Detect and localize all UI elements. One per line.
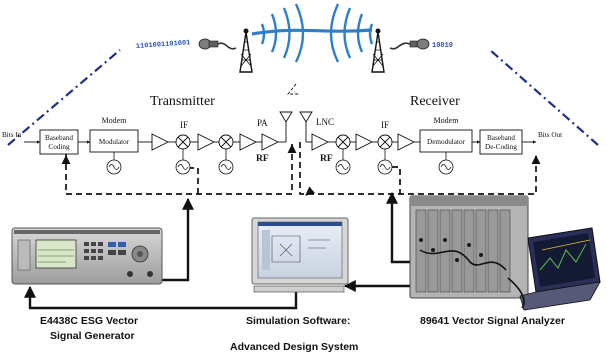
keyboard [253,285,345,293]
rx-dashed-to-oscillator [392,166,401,194]
rx-mixer-2 [377,134,393,150]
tx-dashdot-line [7,49,121,146]
tx-dashed-frame [65,142,293,195]
rx-modem-label: Modem [434,116,460,125]
bits-in-label: Bits In [2,131,22,139]
rx-rf-label: RF [320,154,333,164]
receiver-chain: Receiver LNC RF IF Modem [299,94,562,175]
demodulator-label: Demodulator [427,138,466,146]
tx-mixer-2 [218,134,234,150]
software-caption-line2: Advanced Design System [230,341,358,353]
rx-dashed-frame [299,142,537,195]
rx-plug-icon [389,38,430,50]
simulation-pc [251,217,349,293]
receiver-title: Receiver [410,94,460,109]
generator-caption-line1: E4438C ESG Vector [40,315,138,327]
transmitter-title: Transmitter [150,94,215,109]
lnc-label: LNC [316,117,334,127]
generator-keypad [84,242,126,260]
generator-caption-line2: Signal Generator [50,330,135,342]
tx-mixer-1 [175,134,191,150]
rx-baseband-decoding-block [479,129,523,155]
rx-baseband-line1: Baseband [487,134,515,142]
radio-waves [260,3,374,63]
rx-dashdot-line [489,49,599,146]
channel-arrow [287,83,300,95]
generator-to-tx-cable [160,202,190,282]
rx-if-label: IF [381,120,389,130]
pa-label: PA [257,118,268,128]
signal-generator-instrument [11,227,163,285]
dashed-connections [65,142,537,195]
power-amplifier [261,133,280,151]
tx-amplifier-2 [197,133,216,151]
low-noise-amplifier [311,133,330,151]
analyzer-caption: 89641 Vector Signal Analyzer [420,315,565,327]
tx-baseband-line1: Baseband [45,134,73,142]
rx-amplifier-2 [397,133,416,151]
tx-baseband-line2: Coding [48,143,70,151]
rx-baseband-line2: De-Coding [485,143,517,151]
generator-display [35,239,77,269]
radio-beam [251,28,373,36]
bits-out-label: Bits Out [538,131,562,139]
tx-baseband-coding-block [39,129,79,155]
tx-antenna-tower-icon [239,28,253,73]
tx-antenna-icon [278,111,293,143]
tx-rf-label: RF [256,154,269,164]
tx-bitstream: 1101001101001 [136,39,191,51]
software-caption-line1: Simulation Software: [246,315,350,327]
vector-signal-analyzer [409,195,529,299]
tx-amplifier-1 [151,133,170,151]
tx-amplifier-3 [239,133,258,151]
rx-mixer-1 [335,134,351,150]
rx-bitstream: 10010 [432,42,453,50]
tx-dashed-to-oscillator [190,167,199,194]
analyzer-laptop [507,227,601,311]
rx-antenna-tower-icon [371,28,385,73]
rx-amplifier-1 [355,133,374,151]
rx-antenna-icon [299,111,313,143]
tx-if-label: IF [180,120,188,130]
wireless-link: 1101001101001 [7,3,599,146]
transmitter-chain: Transmitter Bits In Baseband Coding Mode… [2,94,293,175]
pc-to-generator-cable [28,290,298,310]
modulator-label: Modulator [99,138,130,146]
tx-plug-icon [198,38,237,50]
tx-modem-label: Modem [102,116,128,125]
